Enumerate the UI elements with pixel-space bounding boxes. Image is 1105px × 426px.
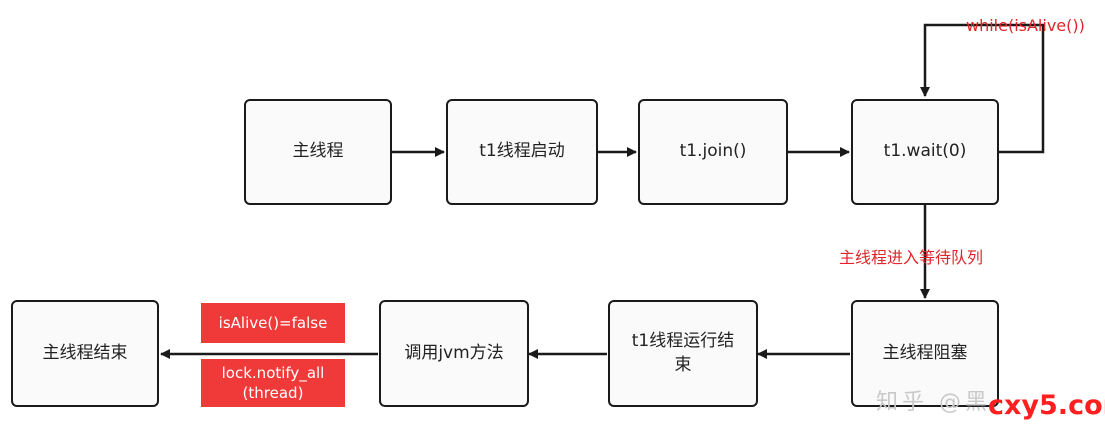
- node-main-blocked: 主线程阻塞: [851, 300, 999, 407]
- node-main-end: 主线程结束: [11, 300, 159, 407]
- label-while-loop: while(isAlive()): [966, 16, 1085, 35]
- edge-while-loop: [920, 23, 1045, 154]
- node-main-thread: 主线程: [244, 99, 392, 205]
- label-notify-all: lock.notify_all (thread): [201, 359, 345, 407]
- watermark-site: cxy5.com: [988, 390, 1105, 421]
- node-t1-join: t1.join(): [638, 99, 788, 205]
- label-enter-wait-queue: 主线程进入等待队列: [839, 248, 984, 267]
- label-is-alive-false: isAlive()=false: [201, 303, 345, 343]
- node-t1-end: t1线程运行结 束: [608, 300, 758, 407]
- node-t1-wait: t1.wait(0): [851, 99, 999, 205]
- node-call-jvm: 调用jvm方法: [379, 300, 529, 407]
- node-t1-start: t1线程启动: [446, 99, 598, 205]
- watermark-zhihu: 知乎 @黑: [876, 390, 991, 415]
